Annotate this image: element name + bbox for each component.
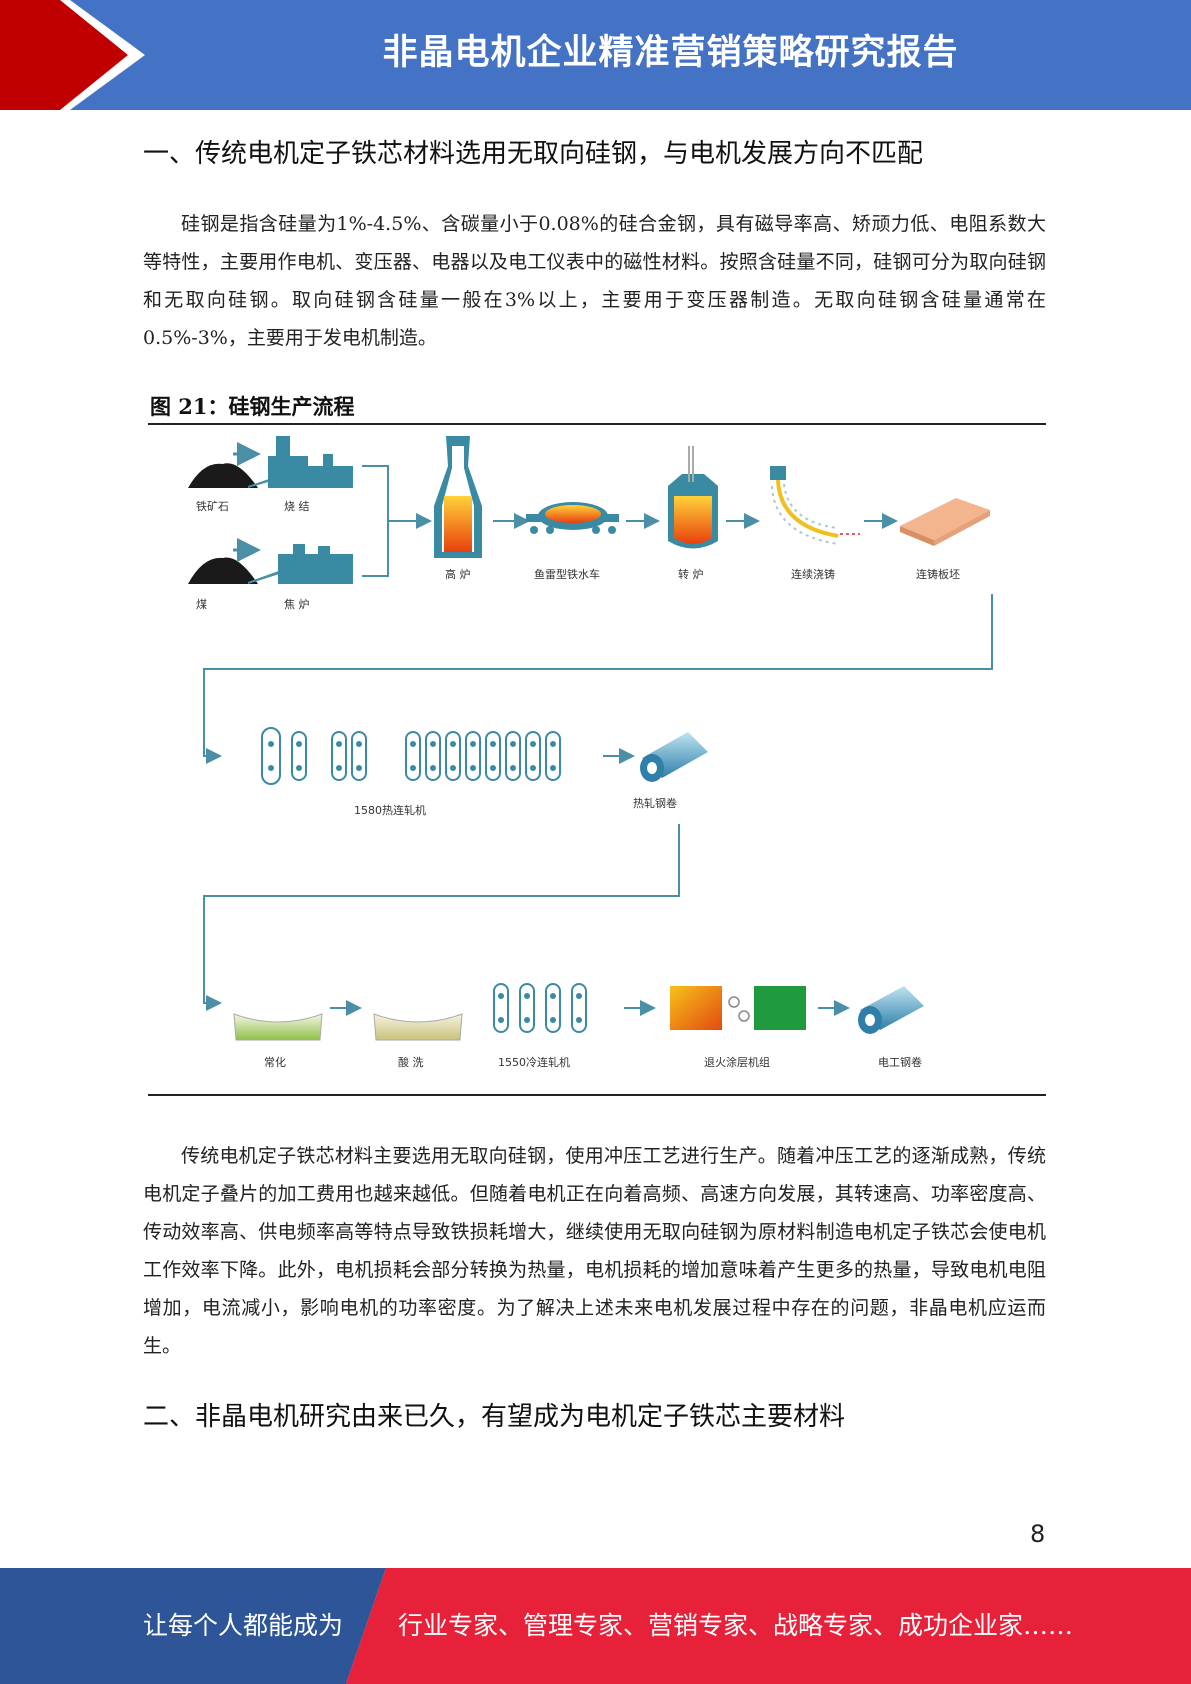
coal-coke-oven-icon [188, 538, 353, 584]
connector-hot-coil-to-normalizing [203, 824, 680, 1011]
annealing-coating-line-icon [662, 986, 806, 1030]
figure-title: 图 21：硅钢生产流程 [150, 394, 355, 419]
label-hot-coil: 热轧钢卷 [633, 796, 677, 810]
hot-rolling-mill-icon [230, 727, 593, 785]
torpedo-car-icon [526, 502, 619, 534]
footer-slogan-right: 行业专家、管理专家、营销专家、战略专家、成功企业家…… [398, 1611, 1074, 1640]
label-pickling: 酸 洗 [398, 1055, 424, 1069]
normalizing-tank-icon [228, 1006, 323, 1041]
electrical-steel-coil-icon [858, 986, 924, 1034]
converter-icon [668, 446, 718, 549]
header-chevron-decoration [0, 0, 145, 110]
continuous-casting-icon [770, 466, 860, 545]
label-blast-furnace: 高 炉 [445, 567, 471, 581]
label-sinter: 烧 结 [284, 500, 310, 513]
iron-ore-sinter-icon [188, 436, 353, 488]
label-converter: 转 炉 [678, 567, 704, 581]
figure-top-rule [148, 423, 1046, 425]
page-footer: 让每个人都能成为 行业专家、管理专家、营销专家、战略专家、成功企业家…… [0, 1568, 1191, 1684]
section2-heading: 二、非晶电机研究由来已久，有望成为电机定子铁芯主要材料 [143, 1402, 846, 1432]
section1-paragraph1: 硅钢是指含硅量为1%-4.5%、含碳量小于0.08%的硅合金钢，具有磁导率高、矫… [143, 213, 1046, 349]
page-header: 非晶电机企业精准营销策略研究报告 [0, 0, 1191, 110]
hot-coil-icon [640, 732, 708, 782]
silicon-steel-flow-diagram: 铁矿石 烧 结 煤 焦 炉 高 炉 [188, 436, 993, 1069]
label-torpedo-car: 鱼雷型铁水车 [534, 567, 600, 581]
label-annealing-coating: 退火涂层机组 [704, 1055, 770, 1069]
blast-furnace-icon [434, 436, 482, 558]
label-normalizing: 常化 [264, 1055, 286, 1069]
slab-icon [900, 498, 990, 546]
figure-bottom-rule [148, 1094, 1046, 1096]
cold-rolling-mill-icon [460, 983, 616, 1033]
label-hot-mill: 1580热连轧机 [354, 803, 426, 817]
label-iron-ore: 铁矿石 [196, 500, 229, 513]
label-coke-oven: 焦 炉 [284, 598, 310, 611]
connector-slab-to-hot-mill [203, 594, 993, 764]
label-slab: 连铸板坯 [916, 567, 960, 581]
section1-heading: 一、传统电机定子铁芯材料选用无取向硅钢，与电机发展方向不匹配 [143, 139, 924, 169]
label-electrical-coil: 电工钢卷 [878, 1055, 922, 1069]
report-title: 非晶电机企业精准营销策略研究报告 [382, 33, 959, 73]
footer-slogan-left: 让每个人都能成为 [143, 1611, 344, 1640]
pickling-tank-icon [370, 1006, 463, 1041]
label-continuous-casting: 连续浇铸 [791, 567, 835, 581]
merge-bracket [362, 465, 408, 577]
page-number: 8 [1030, 1520, 1046, 1548]
footer-band-decoration [0, 1568, 1191, 1684]
section1-paragraph2: 传统电机定子铁芯材料主要选用无取向硅钢，使用冲压工艺进行生产。随着冲压工艺的逐渐… [143, 1145, 1046, 1357]
label-cold-mill: 1550冷连轧机 [498, 1055, 570, 1069]
figure-21: 图 21：硅钢生产流程 [148, 388, 1046, 1098]
label-coal: 煤 [196, 598, 207, 611]
